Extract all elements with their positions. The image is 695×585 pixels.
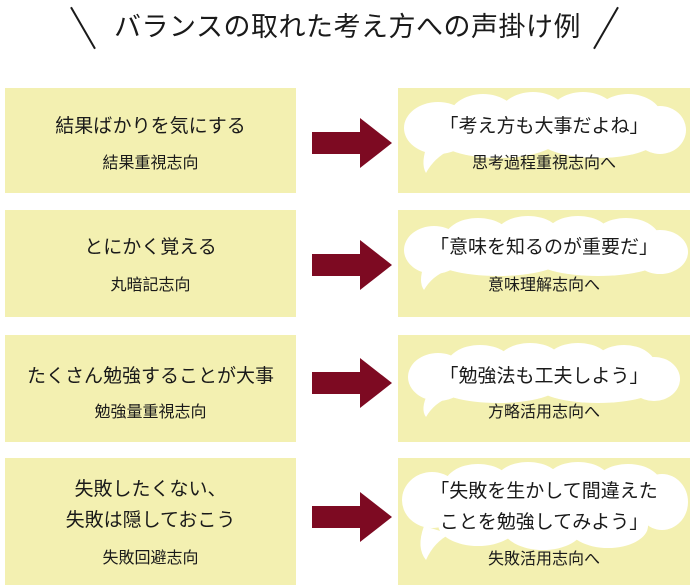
after-box-2: 「意味を知るのが重要だ」 意味理解志向へ — [398, 210, 690, 317]
right-arrow-icon — [312, 492, 392, 542]
before-box-1: 結果ばかりを気にする 結果重視志向 — [5, 88, 296, 193]
arrow-shape — [312, 118, 392, 168]
after-orientation-label: 方略活用志向へ — [487, 402, 600, 421]
after-orientation-label: 失敗活用志向へ — [487, 549, 600, 568]
after-quote-text: 「勉強法も工夫しよう」 — [439, 365, 649, 387]
before-main-text-line-1: 失敗したくない、 — [74, 478, 227, 500]
arrow-shape — [312, 240, 392, 290]
after-quote-text: 「考え方も大事だよね」 — [439, 115, 649, 137]
diagram-title: バランスの取れた考え方への声掛け例 — [114, 12, 581, 43]
right-arrow-icon — [312, 240, 392, 290]
before-orientation-label: 丸暗記志向 — [110, 275, 191, 294]
after-quote-text-line-1: 「失敗を生かして間違えた — [430, 480, 658, 502]
title-banner: バランスの取れた考え方への声掛け例 — [0, 0, 695, 60]
before-orientation-label: 失敗回避志向 — [102, 548, 199, 567]
before-box-2: とにかく覚える 丸暗記志向 — [5, 210, 296, 317]
arrow-shape — [312, 492, 392, 542]
before-box-4: 失敗したくない、 失敗は隠しておこう 失敗回避志向 — [5, 458, 296, 585]
before-orientation-label: 結果重視志向 — [102, 153, 199, 172]
speech-cloud-icon — [404, 92, 686, 173]
speech-cloud-icon — [402, 462, 688, 560]
after-box-4: 「失敗を生かして間違えた ことを勉強してみよう」 失敗活用志向へ — [398, 458, 690, 585]
before-main-text-line-2: 失敗は隠しておこう — [65, 509, 236, 531]
before-main-text: 結果ばかりを気にする — [55, 115, 246, 137]
speech-cloud-icon — [404, 216, 688, 290]
right-arrow-icon — [312, 118, 392, 168]
before-main-text: たくさん勉強することが大事 — [26, 365, 274, 387]
after-quote-text-line-2: ことを勉強してみよう」 — [439, 511, 649, 533]
after-quote-text: 「意味を知るのが重要だ」 — [429, 236, 658, 258]
before-box-3: たくさん勉強することが大事 勉強量重視志向 — [5, 335, 296, 442]
after-orientation-label: 思考過程重視志向へ — [471, 153, 616, 172]
arrow-shape — [312, 358, 392, 408]
after-box-3: 「勉強法も工夫しよう」 方略活用志向へ — [398, 335, 690, 442]
speech-cloud-icon — [408, 343, 680, 417]
before-orientation-label: 勉強量重視志向 — [94, 402, 207, 421]
right-arrow-icon — [312, 358, 392, 408]
after-orientation-label: 意味理解志向へ — [487, 275, 600, 294]
before-main-text: とにかく覚える — [84, 236, 217, 258]
after-box-1: 「考え方も大事だよね」 思考過程重視志向へ — [398, 88, 690, 193]
